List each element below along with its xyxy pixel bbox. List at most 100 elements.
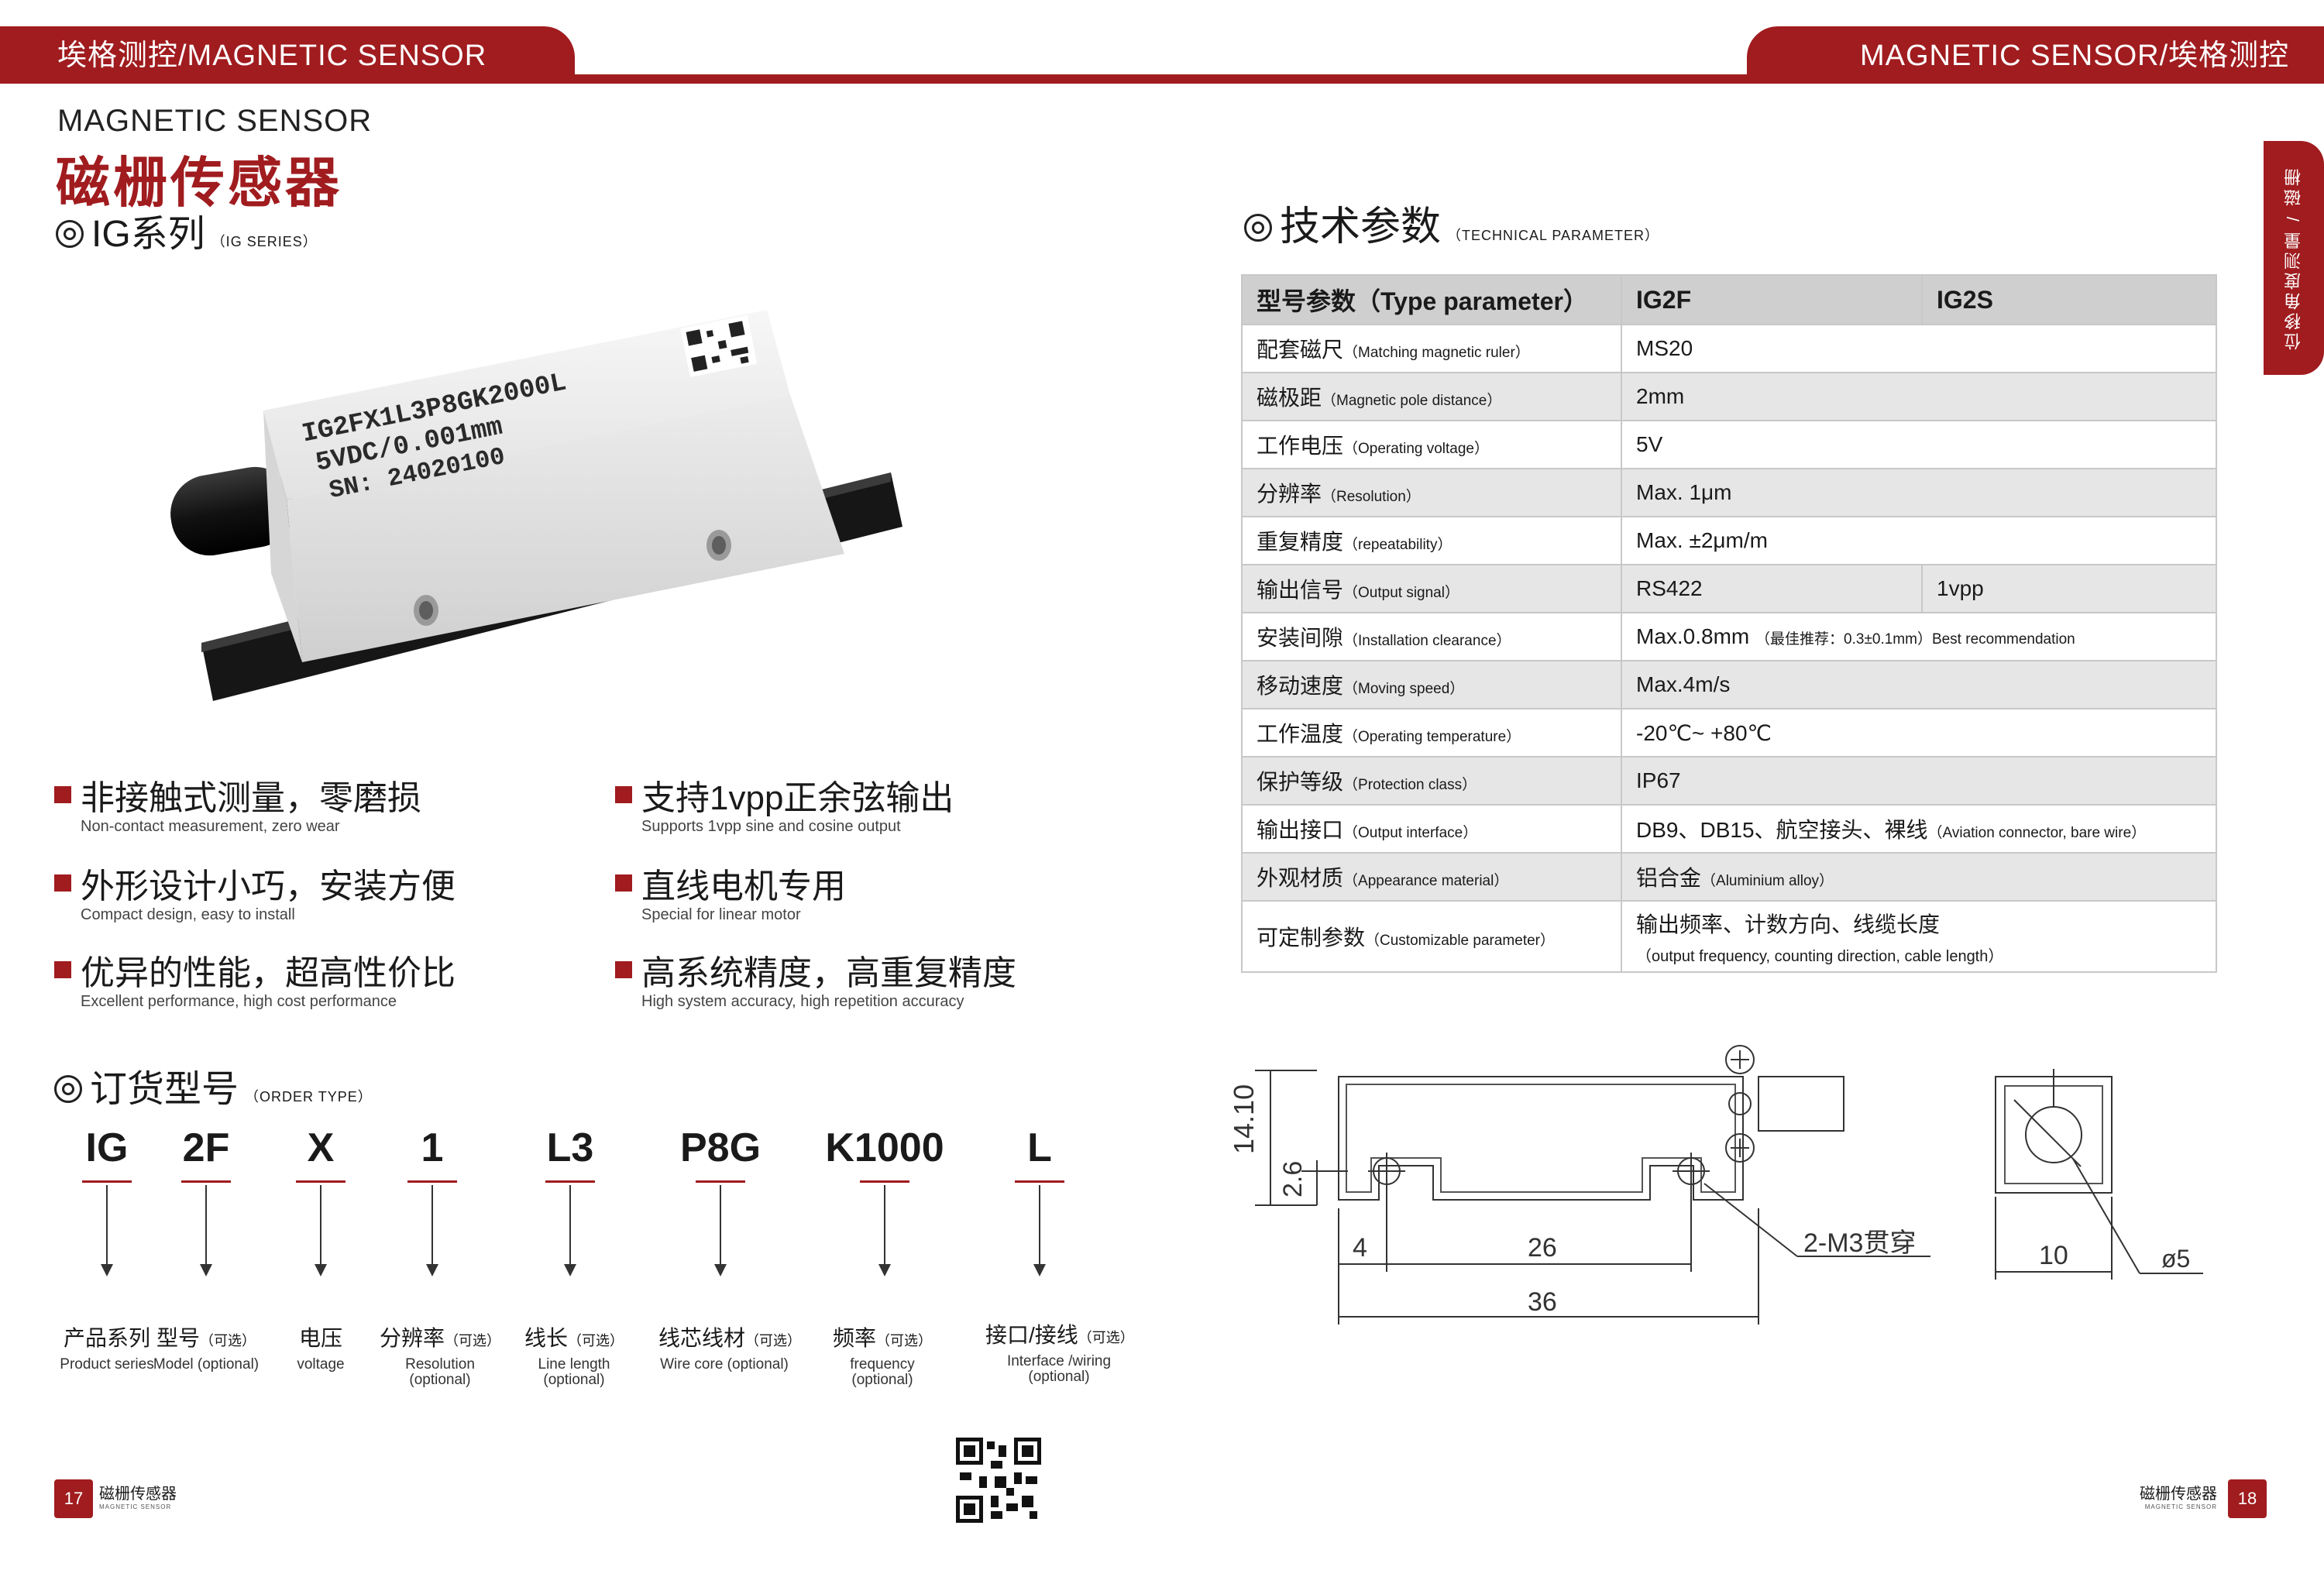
dim-4: 4 xyxy=(1353,1233,1367,1263)
footer-right-cn: 磁栅传感器 xyxy=(2140,1486,2217,1503)
bullet-square-icon xyxy=(54,786,71,803)
feature-2: 支持1vpp正余弦输出 Supports 1vpp sine and cosin… xyxy=(615,770,954,836)
feature-1-cn: 非接触式测量，零磨损 xyxy=(81,779,421,817)
feature-1: 非接触式测量，零磨损 Non-contact measurement, zero… xyxy=(54,770,421,836)
bullet-ring-icon xyxy=(1244,214,1272,242)
feature-4-en: Special for linear motor xyxy=(641,906,801,923)
order-label-6: 线芯线材（可选） Wire core (optional) xyxy=(658,1326,802,1373)
series-label: IG系列 xyxy=(91,214,205,255)
arrow-down-icon xyxy=(426,1185,438,1276)
feature-2-cn: 支持1vpp正余弦输出 xyxy=(641,779,954,817)
table-row: 移动速度（Moving speed） Max.4m/s xyxy=(1241,660,2217,709)
page-number-right: 18 xyxy=(2228,1479,2267,1518)
cable xyxy=(170,466,294,556)
feature-6-cn: 高系统精度，高重复精度 xyxy=(641,954,1016,992)
feature-5-en: Excellent performance, high cost perform… xyxy=(81,993,397,1010)
tech-title: 技术参数 xyxy=(1280,204,1442,249)
table-row: 磁极距（Magnetic pole distance） 2mm xyxy=(1241,372,2217,421)
feature-4-cn: 直线电机专用 xyxy=(641,868,846,905)
footer-right-text: 磁栅传感器 MAGNETIC SENSOR xyxy=(2140,1481,2217,1510)
feature-3-en: Compact design, easy to install xyxy=(81,906,295,923)
order-sub: （ORDER TYPE） xyxy=(245,1089,373,1105)
series-heading: IG系列 （IG SERIES） xyxy=(56,203,318,257)
code-underline xyxy=(296,1180,346,1183)
dim-hole: 2.6 xyxy=(1278,1161,1308,1197)
bullet-square-icon xyxy=(615,874,632,892)
tech-sub: （TECHNICAL PARAMETER） xyxy=(1447,228,1660,243)
product-photo: IG2FX1L3P8GK2000L 5VDC/0.001mm SN: 24020… xyxy=(170,310,902,701)
spec-table: 型号参数（Type parameter） IG2F IG2S 配套磁尺（Matc… xyxy=(1241,274,2217,973)
order-label-1: 产品系列 Product series xyxy=(60,1326,154,1373)
code-underline xyxy=(696,1180,745,1183)
sensor-body xyxy=(263,310,790,500)
order-code-2: 2F xyxy=(182,1125,230,1170)
footer-right-en: MAGNETIC SENSOR xyxy=(2144,1503,2217,1510)
arrow-down-icon xyxy=(714,1185,727,1276)
arrow-down-icon xyxy=(315,1185,327,1276)
order-code-1: IG xyxy=(85,1125,129,1170)
body-outline xyxy=(1338,1076,1744,1201)
table-row: 可定制参数（Customizable parameter） 输出频率、计数方向、… xyxy=(1241,900,2217,973)
feature-3-cn: 外形设计小巧，安装方便 xyxy=(81,868,456,905)
arrow-down-icon xyxy=(878,1185,891,1276)
arrow-down-icon xyxy=(200,1185,212,1276)
order-heading: 订货型号 （ORDER TYPE） xyxy=(54,1058,373,1112)
order-code-5: L3 xyxy=(546,1125,594,1170)
order-label-8: 接口/接线（可选） Interface /wiring (optional) xyxy=(985,1323,1134,1385)
dim-10: 10 xyxy=(2039,1241,2068,1270)
dim-height: 14.10 xyxy=(1228,1084,1260,1154)
feature-4: 直线电机专用 Special for linear motor xyxy=(615,858,846,924)
table-row: 分辨率（Resolution） Max. 1μm xyxy=(1241,468,2217,517)
bullet-ring-icon xyxy=(54,1075,82,1103)
order-label-3: 电压 voltage xyxy=(297,1326,345,1373)
tech-heading: 技术参数 （TECHNICAL PARAMETER） xyxy=(1244,194,1659,252)
feature-6: 高系统精度，高重复精度 High system accuracy, high r… xyxy=(615,945,1016,1011)
header-tab-left: 埃格测控/MAGNETIC SENSOR xyxy=(0,26,575,77)
table-row: 外观材质（Appearance material） 铝合金（Aluminium … xyxy=(1241,852,2217,902)
feature-3: 外形设计小巧，安装方便 Compact design, easy to inst… xyxy=(54,858,456,924)
page-kicker: MAGNETIC SENSOR xyxy=(57,104,373,138)
order-code-3: X xyxy=(307,1125,335,1170)
dimension-drawing: 14.10 2.6 4 26 36 2-M3贯穿 10 ø5 xyxy=(1228,1045,2203,1324)
order-label-4: 分辨率（可选） Resolution (optional) xyxy=(379,1326,500,1388)
table-header-row: 型号参数（Type parameter） IG2F IG2S xyxy=(1241,274,2217,325)
bullet-ring-icon xyxy=(56,220,84,248)
bullet-square-icon xyxy=(54,874,71,892)
order-code-4: 1 xyxy=(421,1125,444,1170)
code-underline xyxy=(1015,1180,1064,1183)
feature-2-en: Supports 1vpp sine and cosine output xyxy=(641,818,901,835)
footer-left-text: 磁栅传感器 MAGNETIC SENSOR xyxy=(99,1481,177,1510)
code-underline xyxy=(860,1180,909,1183)
order-code-6: P8G xyxy=(679,1125,761,1170)
order-title: 订货型号 xyxy=(90,1069,239,1110)
table-row: 保护等级（Protection class） IP67 xyxy=(1241,756,2217,806)
arrow-down-icon xyxy=(101,1185,113,1276)
feature-5-cn: 优异的性能，超高性价比 xyxy=(81,954,456,992)
dim-diameter: ø5 xyxy=(2161,1245,2190,1273)
feature-6-en: High system accuracy, high repetition ac… xyxy=(641,993,964,1010)
footer-left-cn: 磁栅传感器 xyxy=(99,1486,177,1503)
feature-5: 优异的性能，超高性价比 Excellent performance, high … xyxy=(54,945,456,1011)
qr-sticker-icon xyxy=(680,314,758,377)
dim-26: 26 xyxy=(1528,1233,1557,1263)
bullet-square-icon xyxy=(615,786,632,803)
table-header-cell: IG2S xyxy=(1921,274,2217,325)
table-header-cell: 型号参数（Type parameter） xyxy=(1241,274,1622,325)
order-label-5: 线长（可选） Line length (optional) xyxy=(524,1326,624,1388)
code-underline xyxy=(407,1180,457,1183)
arrow-down-icon xyxy=(564,1185,576,1276)
table-row: 工作温度（Operating temperature） -20℃~ +80℃ xyxy=(1241,708,2217,758)
footer-left-en: MAGNETIC SENSOR xyxy=(99,1503,172,1510)
table-row: 安装间隙（Installation clearance） Max.0.8mm （… xyxy=(1241,612,2217,661)
hole-note: 2-M3贯穿 xyxy=(1803,1228,1916,1258)
table-row: 工作电压（Operating voltage） 5V xyxy=(1241,420,2217,469)
order-code-7: K1000 xyxy=(825,1125,944,1170)
order-code-8: L xyxy=(1027,1125,1052,1170)
page-number-left: 17 xyxy=(54,1479,93,1518)
table-row: 输出信号（Output signal） RS422 1vpp xyxy=(1241,564,2217,613)
table-row: 重复精度（repeatability） Max. ±2μm/m xyxy=(1241,516,2217,565)
arrow-down-icon xyxy=(1033,1185,1046,1276)
header-tab-right: MAGNETIC SENSOR/埃格测控 xyxy=(1747,26,2324,77)
code-underline xyxy=(545,1180,595,1183)
series-sub: （IG SERIES） xyxy=(211,234,318,249)
